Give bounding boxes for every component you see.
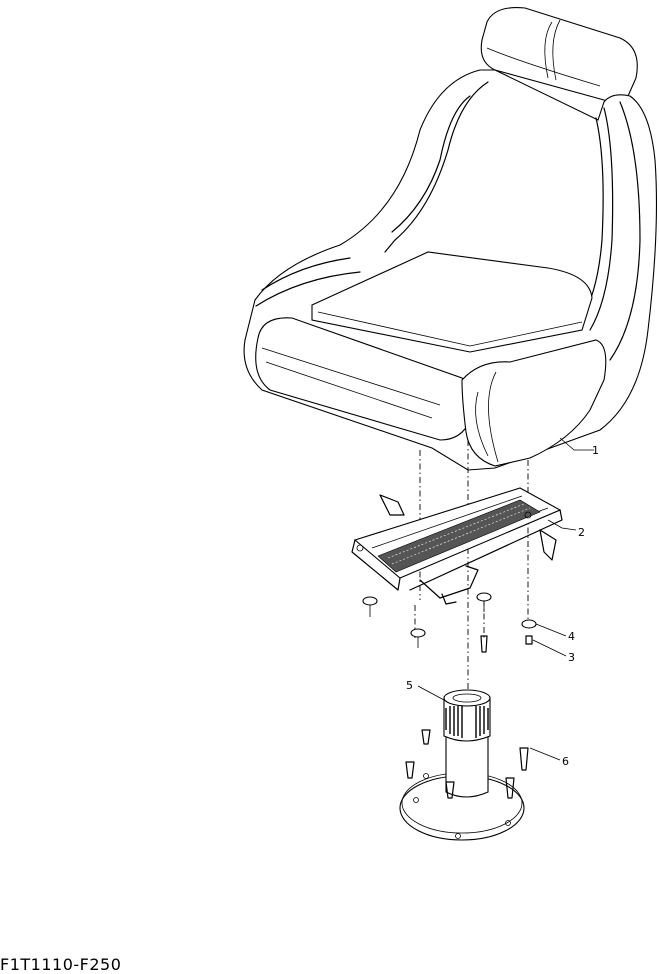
front-armrest-right: [461, 339, 607, 467]
leader-4: [535, 623, 567, 637]
leader-6: [529, 747, 561, 761]
pedestal: [399, 685, 561, 841]
drawing-code: F1T1110-F250: [0, 955, 122, 974]
leader-3: [532, 639, 567, 657]
headrest: [480, 7, 638, 102]
callout-5: 5: [406, 679, 413, 692]
callout-2: 2: [578, 526, 585, 539]
leader-1: [559, 437, 594, 451]
callout-6: 6: [562, 755, 569, 768]
seat-cushion: [311, 251, 593, 353]
screw: [525, 635, 533, 645]
fasteners: [362, 592, 567, 657]
callout-3: 3: [568, 651, 575, 664]
washer: [521, 619, 537, 629]
assembly-axis-lines: [414, 440, 529, 700]
leader-5: [417, 685, 445, 701]
seat-slide-bracket: [351, 487, 577, 605]
seat-assembly: [243, 7, 658, 471]
leader-2: [547, 519, 577, 531]
callout-4: 4: [568, 630, 575, 643]
callout-1: 1: [592, 444, 599, 457]
